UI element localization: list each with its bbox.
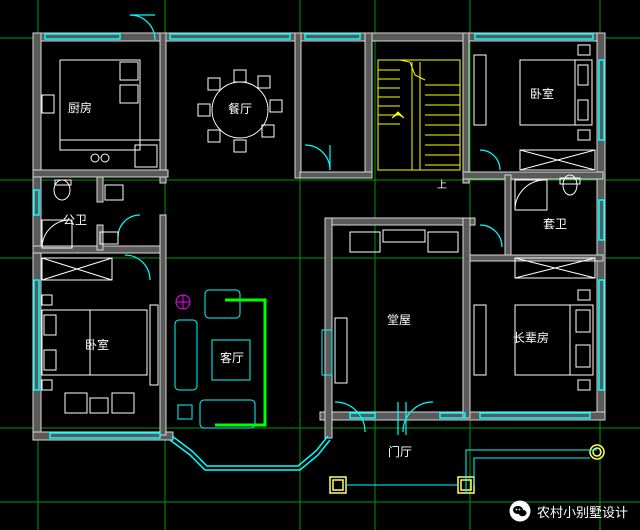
room-label-hall: 堂屋 bbox=[387, 313, 411, 327]
living-furniture bbox=[174, 289, 256, 429]
room-label-public-wc: 公卫 bbox=[63, 213, 87, 227]
tv-wall bbox=[215, 298, 267, 427]
doors bbox=[117, 14, 503, 435]
windows bbox=[33, 33, 605, 471]
room-label-elder-room: 长辈房 bbox=[513, 330, 549, 345]
hall-furniture bbox=[321, 229, 459, 384]
public-wc-fixtures bbox=[41, 179, 124, 249]
room-label-bedroom-w: 卧室 bbox=[85, 337, 109, 352]
ensuite-fixtures bbox=[514, 174, 596, 279]
watermark: 农村小别墅设计 bbox=[509, 500, 628, 522]
wechat-icon bbox=[509, 500, 531, 522]
room-label-ensuite-wc: 套卫 bbox=[543, 217, 567, 231]
walls bbox=[32, 32, 606, 441]
entry-steps bbox=[346, 449, 597, 493]
entrance-posts bbox=[329, 444, 605, 494]
staircase bbox=[377, 59, 461, 171]
room-label-kitchen: 厨房 bbox=[68, 100, 92, 115]
watermark-text: 农村小别墅设计 bbox=[536, 505, 628, 521]
dining-set bbox=[197, 69, 283, 153]
stair-up-mark: 上 bbox=[437, 179, 447, 191]
room-label-living: 客厅 bbox=[220, 350, 244, 365]
bedroom-w-furniture bbox=[41, 257, 159, 414]
elder-room-furniture bbox=[473, 289, 594, 391]
room-label-bedroom-ne: 卧室 bbox=[530, 86, 554, 101]
bedroom-ne-furniture bbox=[473, 44, 596, 171]
room-label-entry: 门厅 bbox=[388, 444, 412, 459]
room-label-dining: 餐厅 bbox=[228, 101, 252, 116]
kitchen-fixtures bbox=[41, 59, 160, 168]
